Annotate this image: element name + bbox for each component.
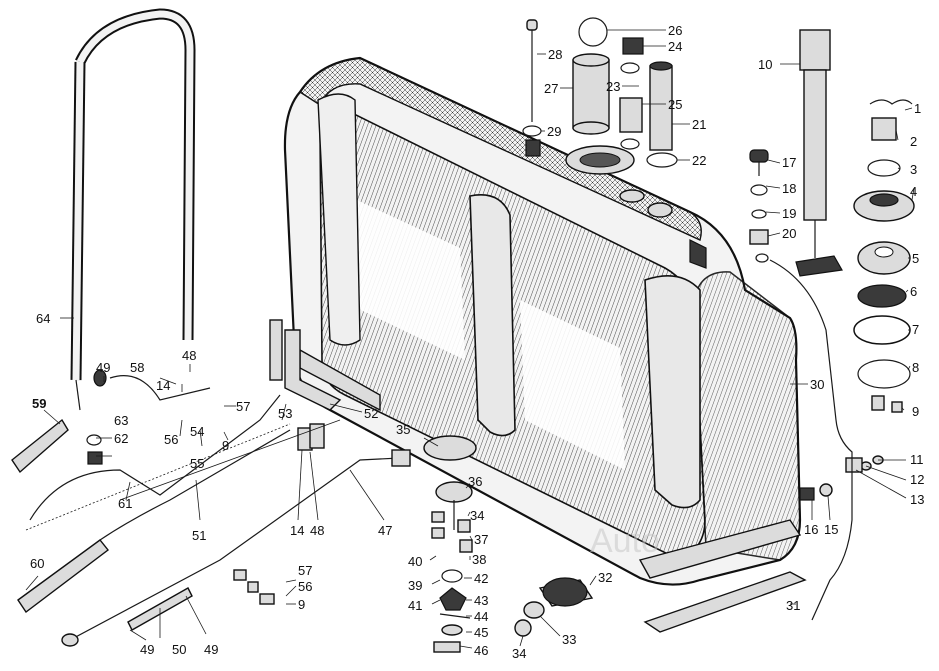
- callout-52: 52: [364, 406, 378, 421]
- callout-61: 61: [118, 496, 132, 511]
- filler-parts: [522, 17, 678, 168]
- callout-8: 8: [912, 360, 919, 375]
- callout-15: 15: [824, 522, 838, 537]
- callout-38: 38: [472, 552, 486, 567]
- gauge-parts: [749, 29, 915, 501]
- callout-3: 3: [910, 162, 917, 177]
- callout-51: 51: [192, 528, 206, 543]
- callout-49-b: 49: [204, 642, 218, 657]
- callout-28: 28: [548, 47, 562, 62]
- callout-59: 59: [32, 396, 46, 411]
- callout-54: 54: [190, 424, 204, 439]
- callout-44: 44: [474, 609, 488, 624]
- callout-29: 29: [547, 124, 561, 139]
- leader-lines: [25, 29, 915, 649]
- callout-35: 35: [396, 422, 410, 437]
- watermark: Auto: [590, 522, 660, 560]
- callout-14-b: 14: [156, 378, 170, 393]
- callout-56-b: 56: [298, 579, 312, 594]
- callout-32: 32: [598, 570, 612, 585]
- callout-49-c: 49: [96, 360, 110, 375]
- fuel-line-30: [769, 259, 853, 621]
- callout-labels: 1 2 3 4 5 6 7 8 9 10 11 12 13 16 15 17 1…: [30, 23, 924, 661]
- callout-33: 33: [562, 632, 576, 647]
- callout-12: 12: [910, 472, 924, 487]
- callout-56-a: 56: [164, 432, 178, 447]
- callout-20: 20: [782, 226, 796, 241]
- callout-48-a: 48: [310, 523, 324, 538]
- callout-17: 17: [782, 155, 796, 170]
- callout-45: 45: [474, 625, 488, 640]
- callout-22: 22: [692, 153, 706, 168]
- callout-62: 62: [114, 431, 128, 446]
- callout-4: 4: [910, 184, 917, 199]
- callout-57-a: 57: [236, 399, 250, 414]
- callout-7: 7: [912, 322, 919, 337]
- callout-36: 36: [468, 474, 482, 489]
- callout-46: 46: [474, 643, 488, 658]
- callout-23: 23: [606, 79, 620, 94]
- callout-34-a: 34: [512, 646, 526, 661]
- callout-39: 39: [408, 578, 422, 593]
- callout-53: 53: [278, 406, 292, 421]
- callout-64: 64: [36, 311, 50, 326]
- callout-16: 16: [804, 522, 818, 537]
- callout-5: 5: [912, 251, 919, 266]
- callout-9: 9: [912, 404, 919, 419]
- drain-parts: [423, 435, 807, 653]
- callout-11: 11: [910, 452, 924, 467]
- callout-47: 47: [378, 523, 392, 538]
- callout-6: 6: [910, 284, 917, 299]
- callout-57-b: 57: [298, 563, 312, 578]
- callout-60: 60: [30, 556, 44, 571]
- callout-40: 40: [408, 554, 422, 569]
- callout-48-b: 48: [182, 348, 196, 363]
- callout-55: 55: [190, 456, 204, 471]
- callout-41: 41: [408, 598, 422, 613]
- callout-58: 58: [130, 360, 144, 375]
- callout-26: 26: [668, 23, 682, 38]
- callout-63: 63: [114, 413, 128, 428]
- callout-31: 31: [786, 598, 800, 613]
- callout-24: 24: [668, 39, 682, 54]
- fuel-tank: [283, 56, 802, 586]
- callout-25: 25: [668, 97, 682, 112]
- callout-34-b: 34: [470, 508, 484, 523]
- callout-18: 18: [782, 181, 796, 196]
- callout-14-a: 14: [290, 523, 304, 538]
- callout-42: 42: [474, 571, 488, 586]
- callout-49-a: 49: [140, 642, 154, 657]
- callout-50: 50: [172, 642, 186, 657]
- callout-43: 43: [474, 593, 488, 608]
- callout-19: 19: [782, 206, 796, 221]
- callout-37: 37: [474, 532, 488, 547]
- callout-9-b: 9: [298, 597, 305, 612]
- callout-1: 1: [914, 101, 921, 116]
- callout-13: 13: [910, 492, 924, 507]
- callout-10: 10: [758, 57, 772, 72]
- callout-2: 2: [910, 134, 917, 149]
- callout-9-a: 9: [222, 438, 229, 453]
- callout-30: 30: [810, 377, 824, 392]
- callout-27: 27: [544, 81, 558, 96]
- callout-21: 21: [692, 117, 706, 132]
